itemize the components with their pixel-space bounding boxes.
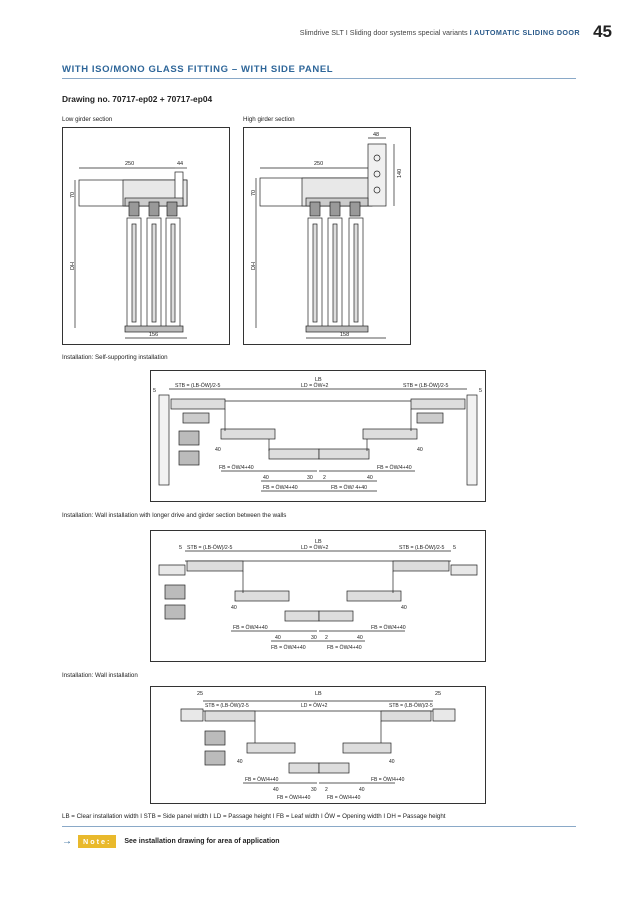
low-girder-caption: Low girder section: [62, 116, 113, 123]
note-badge: Note:: [78, 834, 117, 848]
svg-text:30: 30: [311, 635, 317, 641]
installation-1-drawing: LB 5 5 STB = (LB-ÖW)/2-5 LD = ÖW+2 STB =…: [150, 370, 486, 502]
arrow-right-icon: →: [62, 835, 72, 847]
svg-text:25: 25: [435, 691, 441, 697]
svg-text:40: 40: [357, 635, 363, 641]
inst1-stb-right: STB = (LB-ÖW)/2-5: [403, 382, 449, 389]
low-width-dim: 250: [125, 161, 134, 167]
high-girder-caption: High girder section: [243, 116, 295, 123]
svg-text:FB = ÖW/4+40: FB = ÖW/4+40: [327, 644, 362, 651]
svg-text:5: 5: [179, 545, 182, 551]
high-height-dim: 70: [251, 190, 257, 196]
installation-3-drawing: LB 25 25 STB = (LB-ÖW)/2-5 LD = ÖW+2 STB…: [150, 686, 486, 804]
svg-text:40: 40: [215, 447, 221, 453]
inst3-stb-right: STB = (LB-ÖW)/2-5: [389, 702, 433, 709]
low-height-dim: 70: [70, 192, 76, 198]
inst2-fb-left: FB = ÖW/4+40: [233, 624, 268, 631]
low-dh-dim: DH: [70, 262, 76, 270]
svg-text:40: 40: [359, 787, 365, 793]
high-width-dim: 250: [314, 161, 323, 167]
low-small-dim: 44: [177, 161, 183, 167]
inst3-ld: LD = ÖW+2: [301, 702, 328, 709]
svg-text:30: 30: [311, 787, 317, 793]
high-side-dim: 140: [397, 169, 403, 178]
svg-text:40: 40: [237, 759, 243, 765]
svg-text:40: 40: [401, 605, 407, 611]
installation-2-svg: LB 5 5 STB = (LB-ÖW)/2-5 LD = ÖW+2 STB =…: [158, 539, 478, 651]
header-series: Slimdrive SLT: [299, 28, 344, 37]
svg-text:2: 2: [325, 787, 328, 793]
header-product: AUTOMATIC SLIDING DOOR: [474, 28, 580, 37]
svg-text:40: 40: [417, 447, 423, 453]
svg-text:40: 40: [367, 475, 373, 481]
inst3-lb: LB: [315, 691, 322, 697]
inst3-stb-left: STB = (LB-ÖW)/2-5: [205, 702, 249, 709]
page-header: Slimdrive SLT I Sliding door systems spe…: [0, 22, 638, 42]
section-divider: [62, 78, 576, 79]
inst1-fb-left: FB = ÖW/4+40: [219, 464, 254, 471]
header-breadcrumb: Slimdrive SLT I Sliding door systems spe…: [299, 28, 580, 37]
inst2-lb: LB: [315, 539, 322, 545]
svg-text:30: 30: [307, 475, 313, 481]
section-title: WITH ISO/MONO GLASS FITTING – WITH SIDE …: [62, 64, 334, 75]
high-girder-section-svg: 250 48 140 70 DH 158: [251, 132, 403, 339]
inst3-fb-left: FB = ÖW/4+40: [245, 776, 279, 783]
low-bottom-dim: 156: [149, 332, 158, 338]
inst3-fb-right: FB = ÖW/4+40: [371, 776, 405, 783]
inst2-stb-right: STB = (LB-ÖW)/2-5: [399, 544, 445, 551]
note-row: → Note: See installation drawing for are…: [62, 834, 280, 848]
svg-text:40: 40: [231, 605, 237, 611]
high-top-dim: 48: [373, 132, 379, 138]
svg-text:FB = ÖW/4+40: FB = ÖW/4+40: [271, 644, 306, 651]
header-subtitle: Sliding door systems special variants: [349, 28, 468, 37]
svg-text:40: 40: [273, 787, 279, 793]
installation-3-caption: Installation: Wall installation: [62, 672, 138, 679]
high-girder-drawing: 250 48 140 70 DH 158: [243, 127, 411, 345]
page-number: 45: [593, 22, 612, 41]
legend-divider: [62, 826, 576, 827]
installation-2-caption: Installation: Wall installation with lon…: [62, 512, 287, 519]
svg-text:FB = ÖW/4+40: FB = ÖW/4+40: [263, 484, 298, 491]
svg-text:2: 2: [325, 635, 328, 641]
high-dh-dim: DH: [251, 262, 257, 270]
installation-3-svg: LB 25 25 STB = (LB-ÖW)/2-5 LD = ÖW+2 STB…: [180, 691, 456, 801]
svg-text:5: 5: [153, 388, 156, 394]
svg-text:FB = ÖW/4+40: FB = ÖW/4+40: [277, 794, 311, 801]
note-text: See installation drawing for area of app…: [124, 837, 280, 845]
inst1-lb: LB: [315, 377, 322, 383]
svg-text:40: 40: [275, 635, 281, 641]
inst2-stb-left: STB = (LB-ÖW)/2-5: [187, 544, 233, 551]
inst2-fb-right: FB = ÖW/4+40: [371, 624, 406, 631]
abbreviation-legend: LB = Clear installation width I STB = Si…: [62, 813, 446, 820]
low-girder-section-svg: 250 44 70 DH 156: [70, 161, 188, 339]
high-bottom-dim: 158: [340, 332, 349, 338]
inst1-stb-left: STB = (LB-ÖW)/2-5: [175, 382, 221, 389]
inst1-fb-right: FB = ÖW/4+40: [377, 464, 412, 471]
installation-2-drawing: LB 5 5 STB = (LB-ÖW)/2-5 LD = ÖW+2 STB =…: [150, 530, 486, 662]
svg-text:40: 40: [389, 759, 395, 765]
svg-text:5: 5: [479, 388, 482, 394]
inst1-ld: LD = ÖW+2: [301, 382, 329, 389]
installation-1-svg: LB 5 5 STB = (LB-ÖW)/2-5 LD = ÖW+2 STB =…: [153, 377, 482, 492]
svg-text:FB = ÖW/4+40: FB = ÖW/4+40: [327, 794, 361, 801]
svg-text:FB = ÖW/ 4+40: FB = ÖW/ 4+40: [331, 484, 367, 491]
svg-text:5: 5: [453, 545, 456, 551]
installation-1-caption: Installation: Self-supporting installati…: [62, 354, 168, 361]
low-girder-drawing: 250 44 70 DH 156: [62, 127, 230, 345]
svg-text:25: 25: [197, 691, 203, 697]
svg-text:2: 2: [323, 475, 326, 481]
inst2-ld: LD = ÖW+2: [301, 544, 329, 551]
svg-text:40: 40: [263, 475, 269, 481]
drawing-number: Drawing no. 70717-ep02 + 70717-ep04: [62, 94, 213, 104]
